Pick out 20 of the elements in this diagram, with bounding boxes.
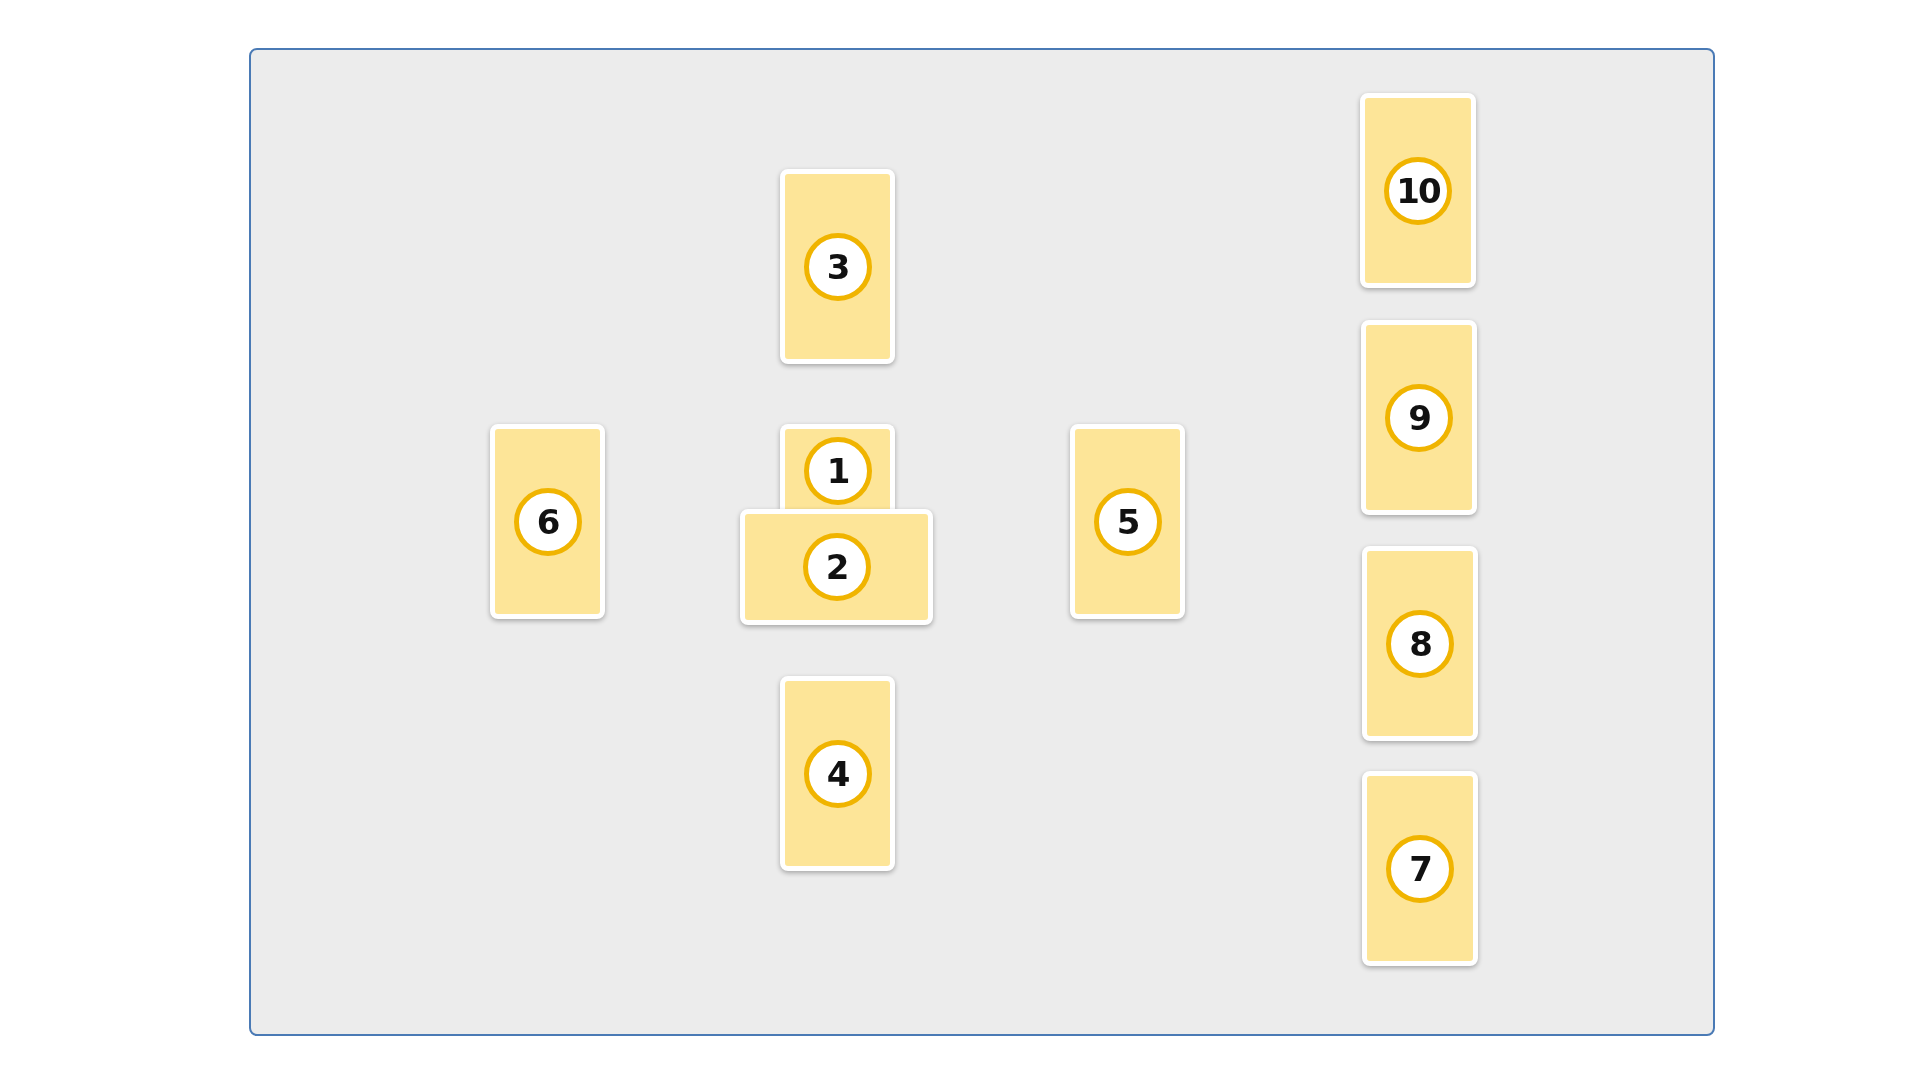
tarot-card [1070,424,1185,619]
position-number: 10 [1384,156,1452,225]
position-number: 7 [1386,834,1454,903]
tarot-card [780,676,895,871]
position-number: 2 [802,533,871,601]
position-number: 6 [513,487,582,556]
position-number: 5 [1093,487,1162,556]
tarot-card [1361,320,1477,515]
position-number: 9 [1385,383,1453,452]
position-number: 4 [803,739,872,808]
tarot-card [780,424,895,509]
tarot-card [1362,771,1478,966]
tarot-card [780,169,895,364]
tarot-card [1360,93,1476,288]
tarot-card [740,509,933,625]
position-number: 1 [803,437,872,505]
tarot-card [1362,546,1478,741]
tarot-card [490,424,605,619]
position-number: 8 [1386,609,1454,678]
position-number: 3 [803,232,872,301]
